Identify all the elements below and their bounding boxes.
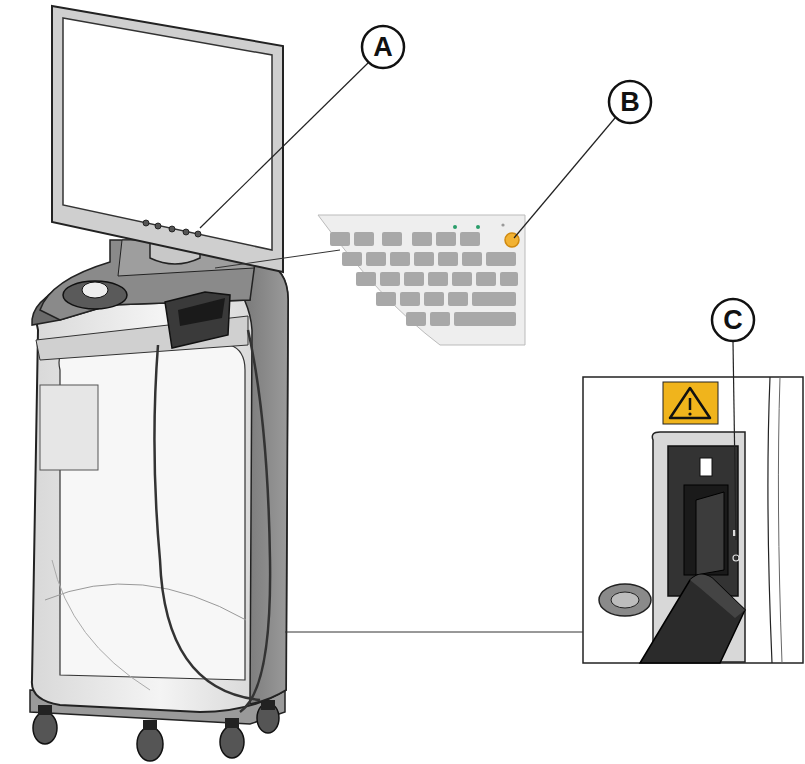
callout-letter: A <box>361 25 405 69</box>
callout-letter: B <box>608 80 652 124</box>
callout-letter: C <box>711 298 755 342</box>
